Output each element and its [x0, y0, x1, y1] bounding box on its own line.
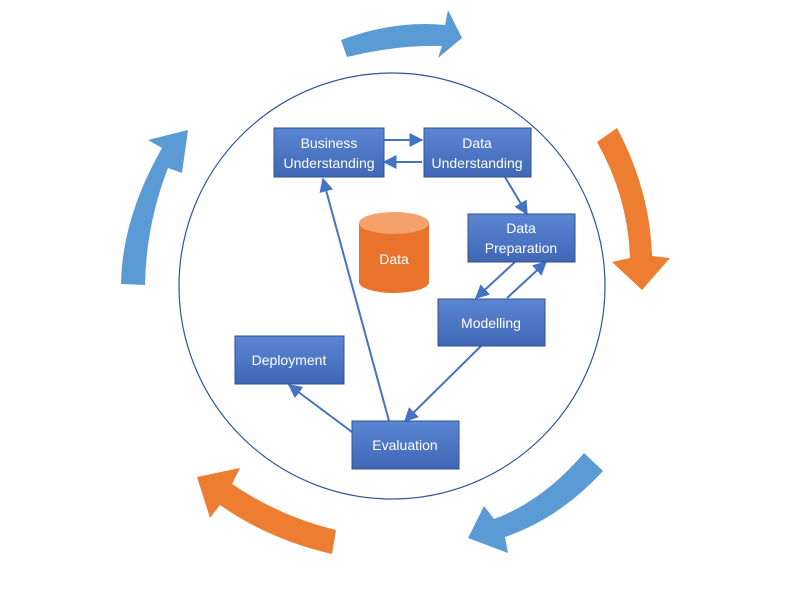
node-data-preparation: Data Preparation — [467, 213, 576, 263]
deployment-label: Deployment — [252, 352, 327, 368]
business-understanding-line2: Understanding — [283, 155, 374, 171]
data-preparation-line2: Preparation — [485, 240, 557, 256]
connector-preparation-to-modelling — [474, 261, 516, 299]
cycle-arrows — [121, 10, 670, 554]
data-understanding-line1: Data — [462, 135, 492, 151]
data-store-label: Data — [379, 251, 409, 267]
node-business-understanding: Business Understanding — [273, 127, 385, 178]
connector-evaluation-to-business — [319, 177, 390, 422]
cycle-arrow-bottom-left — [197, 468, 336, 554]
node-modelling: Modelling — [437, 298, 546, 347]
node-data-understanding: Data Understanding — [423, 127, 532, 178]
data-understanding-line2: Understanding — [431, 155, 522, 171]
connector-modelling-to-evaluation — [404, 345, 482, 422]
business-understanding-line1: Business — [301, 135, 358, 151]
node-evaluation: Evaluation — [351, 420, 460, 470]
modelling-label: Modelling — [461, 315, 521, 331]
process-circle — [178, 72, 606, 500]
connector-evaluation-to-deployment — [287, 384, 353, 433]
data-cylinder: Data — [359, 212, 429, 293]
cycle-arrow-right — [597, 128, 670, 290]
cycle-arrow-bottom-right — [468, 453, 603, 553]
connector-modelling-to-preparation — [506, 261, 548, 299]
evaluation-label: Evaluation — [372, 437, 437, 453]
data-preparation-line1: Data — [506, 220, 536, 236]
connectors — [287, 133, 548, 433]
cycle-arrow-top — [341, 10, 462, 58]
node-deployment: Deployment — [234, 335, 345, 385]
connector-data-understanding-to-preparation — [504, 176, 528, 216]
cycle-arrow-left — [121, 130, 188, 285]
